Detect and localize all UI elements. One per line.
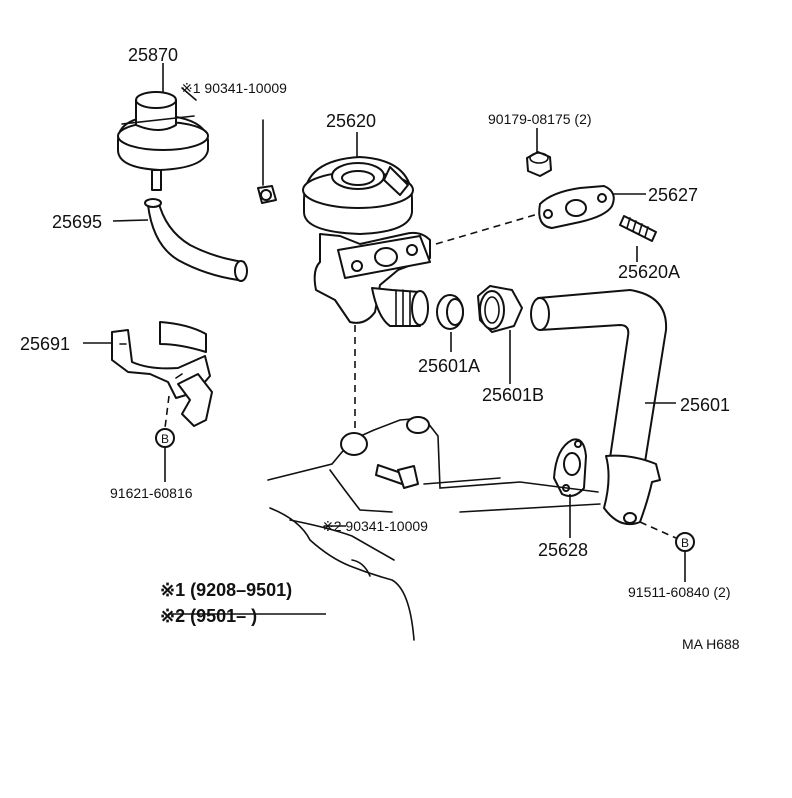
bracket-25691 bbox=[111, 321, 213, 427]
assembly-dashed-lines bbox=[164, 213, 677, 539]
gasket-25601A bbox=[436, 294, 464, 330]
bolt-90341-10009-a bbox=[257, 119, 277, 204]
label-25870: 25870 bbox=[128, 45, 178, 65]
ref-letter-b-right: B bbox=[681, 536, 689, 550]
label-25627: 25627 bbox=[648, 185, 698, 205]
label-91621-60816: 91621-60816 bbox=[110, 485, 193, 501]
label-90179-08175: 90179-08175 (2) bbox=[488, 111, 592, 127]
nut-90179-08175 bbox=[526, 151, 552, 177]
ref-letter-b-left: B bbox=[161, 432, 169, 446]
vacuum-hose-25695 bbox=[144, 198, 248, 282]
legend-row-2: ※2 (9501– ) bbox=[160, 606, 257, 626]
egr-pipe-25601 bbox=[530, 289, 668, 526]
ref-circle-b-right: B bbox=[675, 532, 695, 552]
union-nut-25601B bbox=[477, 285, 523, 333]
label-91511-60840: 91511-60840 (2) bbox=[628, 584, 730, 600]
vacuum-modulator-25870 bbox=[117, 87, 209, 191]
label-25601B: 25601B bbox=[482, 385, 544, 405]
footer-code: MA H688 bbox=[682, 636, 740, 652]
stud-25620A bbox=[619, 215, 657, 242]
label-25695: 25695 bbox=[52, 212, 102, 232]
gasket-25627 bbox=[538, 185, 615, 229]
label-25620: 25620 bbox=[326, 111, 376, 131]
legend-row-1: ※1 (9208–9501) bbox=[160, 580, 292, 600]
label-25601A: 25601A bbox=[418, 356, 480, 376]
label-25628: 25628 bbox=[538, 540, 588, 560]
label-note1-bolt: ※1 90341-10009 bbox=[181, 80, 287, 96]
egr-valve-25620 bbox=[302, 156, 431, 327]
intake-manifold-outline bbox=[267, 416, 601, 641]
label-25691: 25691 bbox=[20, 334, 70, 354]
label-25620A: 25620A bbox=[618, 262, 680, 282]
gasket-25628 bbox=[553, 438, 587, 497]
bolt-90341-10009-b bbox=[375, 464, 419, 489]
label-25601: 25601 bbox=[680, 395, 730, 415]
ref-circle-b-left: B bbox=[155, 428, 175, 448]
label-note2-bolt: ※2 90341-10009 bbox=[322, 518, 428, 534]
leader-lines bbox=[83, 63, 686, 615]
